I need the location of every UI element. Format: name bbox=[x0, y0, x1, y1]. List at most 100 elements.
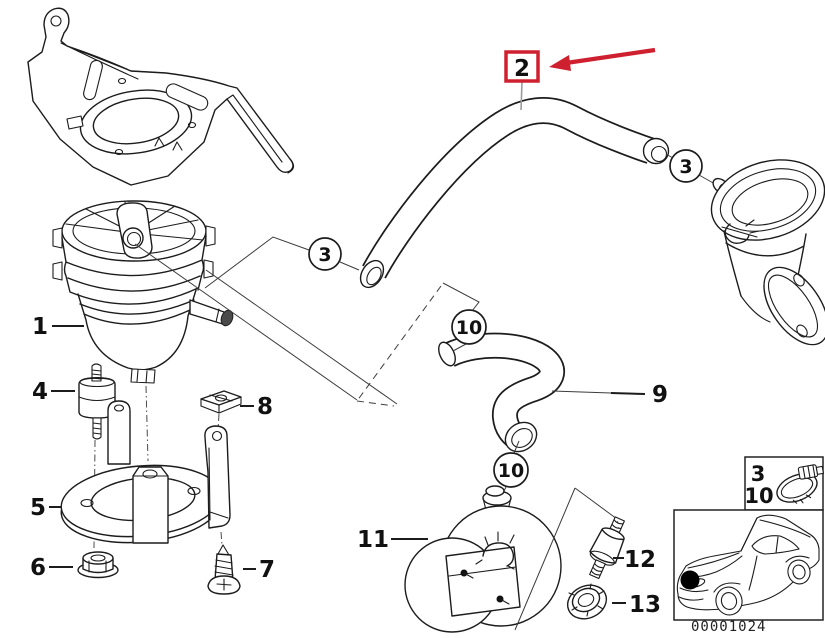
callout-5-label[interactable]: 5 bbox=[30, 495, 46, 521]
bracket-side-tab bbox=[66, 115, 84, 130]
bracket-arm-lines bbox=[208, 447, 229, 521]
clamp3-right-label[interactable]: 3 bbox=[679, 156, 692, 178]
callout-11[interactable]: 11 bbox=[357, 527, 428, 553]
bracket-arm bbox=[204, 425, 231, 529]
car-wheel-arches bbox=[713, 555, 810, 593]
clamp3-left-label[interactable]: 3 bbox=[318, 244, 331, 266]
clamp10-lower-circle[interactable] bbox=[493, 452, 529, 488]
callout-7[interactable]: 7 bbox=[243, 557, 275, 583]
clamp-callout-3-left[interactable]: 3 bbox=[308, 237, 360, 271]
checkvalve-opening bbox=[731, 178, 809, 226]
checkvalve-flange-hole-2 bbox=[796, 324, 808, 338]
valve11-clip bbox=[482, 542, 515, 567]
callout-9[interactable]: 9 bbox=[610, 382, 668, 408]
axis-clipnut bbox=[217, 413, 220, 431]
checkvalve-flange-hole-1 bbox=[793, 273, 805, 287]
stud12-barrel bbox=[589, 528, 625, 564]
callout-12-label[interactable]: 12 bbox=[624, 547, 656, 573]
nut-13-drawing bbox=[566, 583, 608, 620]
callout-6[interactable]: 6 bbox=[30, 555, 73, 581]
clamp10-upper-label[interactable]: 10 bbox=[456, 317, 482, 339]
nut-hole bbox=[90, 554, 106, 562]
callout-4-label[interactable]: 4 bbox=[32, 379, 48, 405]
stud-12-drawing bbox=[589, 516, 625, 580]
checkvalve-clip-prongs bbox=[721, 219, 760, 238]
pump-inlet-opening bbox=[122, 227, 144, 249]
callout-4[interactable]: 4 bbox=[32, 379, 75, 405]
checkvalve-flange bbox=[710, 159, 825, 241]
car-location-dot bbox=[680, 570, 700, 590]
callout-2-leader bbox=[520, 81, 523, 111]
pump-body bbox=[77, 289, 197, 371]
pump-rim-lug-left bbox=[52, 227, 63, 281]
clamp3-right-leader-right bbox=[698, 174, 716, 185]
car-front-wheel-hub bbox=[720, 592, 738, 610]
callout-9-leader bbox=[610, 392, 646, 395]
mount-top-stud bbox=[91, 363, 102, 382]
stud12-bottom-thread bbox=[589, 559, 606, 580]
check-valve-drawing bbox=[710, 159, 825, 346]
callout-8[interactable]: 8 bbox=[240, 394, 273, 420]
callout-13-label[interactable]: 13 bbox=[629, 592, 661, 618]
callout-5[interactable]: 5 bbox=[30, 495, 61, 521]
bracket-hole-3 bbox=[114, 148, 124, 156]
car-door-line bbox=[748, 555, 758, 591]
hose-9-label-leader bbox=[551, 390, 612, 394]
callout-2-label[interactable]: 2 bbox=[514, 56, 530, 82]
clamp10-upper-leader bbox=[452, 343, 467, 352]
pump-nozzle-ring bbox=[215, 308, 220, 323]
callout-2-box[interactable] bbox=[504, 50, 540, 83]
control-valve-drawing bbox=[404, 485, 562, 633]
leader-nozzle-up bbox=[204, 236, 310, 289]
clamp3-left-circle[interactable] bbox=[308, 237, 342, 271]
clamp-callout-10-upper[interactable]: 10 bbox=[451, 309, 487, 352]
drawing-number: 00001024 bbox=[691, 619, 766, 635]
axis-arm-to-screw bbox=[220, 531, 223, 546]
nut-drawing bbox=[77, 551, 119, 579]
bracket-center-hole bbox=[92, 97, 180, 145]
bracket-slot-right bbox=[165, 83, 209, 111]
clamp10-lower-label[interactable]: 10 bbox=[498, 460, 524, 482]
legend-item-3: 3 bbox=[751, 462, 766, 486]
mounting-bracket-drawing bbox=[27, 7, 295, 186]
checkvalve-lower-flange-face bbox=[767, 274, 819, 338]
clamp10-upper-circle[interactable] bbox=[451, 309, 487, 345]
bracket-arm-hole bbox=[211, 430, 223, 442]
leader-snout-to-corner bbox=[134, 243, 358, 401]
callout-11-label[interactable]: 11 bbox=[357, 527, 389, 553]
screw-drawing bbox=[207, 531, 241, 595]
axis-pump-to-bracket bbox=[145, 385, 149, 462]
car-thumbnail bbox=[676, 514, 820, 616]
nut13-serrations bbox=[568, 583, 605, 617]
clamp-callout-10-lower[interactable]: 10 bbox=[493, 440, 529, 502]
hose-2-end-right bbox=[642, 137, 670, 165]
callout-13[interactable]: 13 bbox=[612, 592, 661, 618]
clamp-callout-3-right[interactable]: 3 bbox=[665, 149, 716, 185]
bracket-plate-hole-right bbox=[187, 486, 201, 496]
clip-nut-drawing bbox=[200, 390, 242, 414]
callout-1[interactable]: 1 bbox=[32, 314, 84, 340]
hose-9-end-bottom-bore bbox=[511, 428, 533, 448]
screw-threads bbox=[214, 559, 234, 576]
callout-6-label[interactable]: 6 bbox=[30, 555, 46, 581]
leader-to-nut13 bbox=[514, 487, 576, 631]
pump-bottom-stub bbox=[130, 368, 156, 384]
clamp3-left-leader bbox=[339, 261, 360, 271]
hose-9-inner bbox=[444, 334, 564, 449]
callout-1-label[interactable]: 1 bbox=[32, 314, 48, 340]
clamp3-right-circle[interactable] bbox=[669, 149, 703, 183]
valve11-nipple-top bbox=[485, 485, 505, 497]
callout-12[interactable]: 12 bbox=[613, 547, 656, 573]
valve11-bracket-plate bbox=[445, 546, 521, 617]
callout-7-label[interactable]: 7 bbox=[259, 557, 275, 583]
callout-9-label[interactable]: 9 bbox=[652, 382, 668, 408]
legend-box: 3 10 bbox=[744, 456, 824, 511]
bracket-hole-2 bbox=[187, 121, 197, 129]
clamp10-lower-leader-top bbox=[513, 440, 520, 454]
screw-head-cross bbox=[216, 578, 232, 591]
nut13-bore bbox=[577, 593, 595, 607]
highlight-callout-2[interactable]: 2 bbox=[504, 47, 656, 111]
callout-8-label[interactable]: 8 bbox=[257, 394, 273, 420]
bracket-center-tab-hole bbox=[142, 469, 158, 479]
